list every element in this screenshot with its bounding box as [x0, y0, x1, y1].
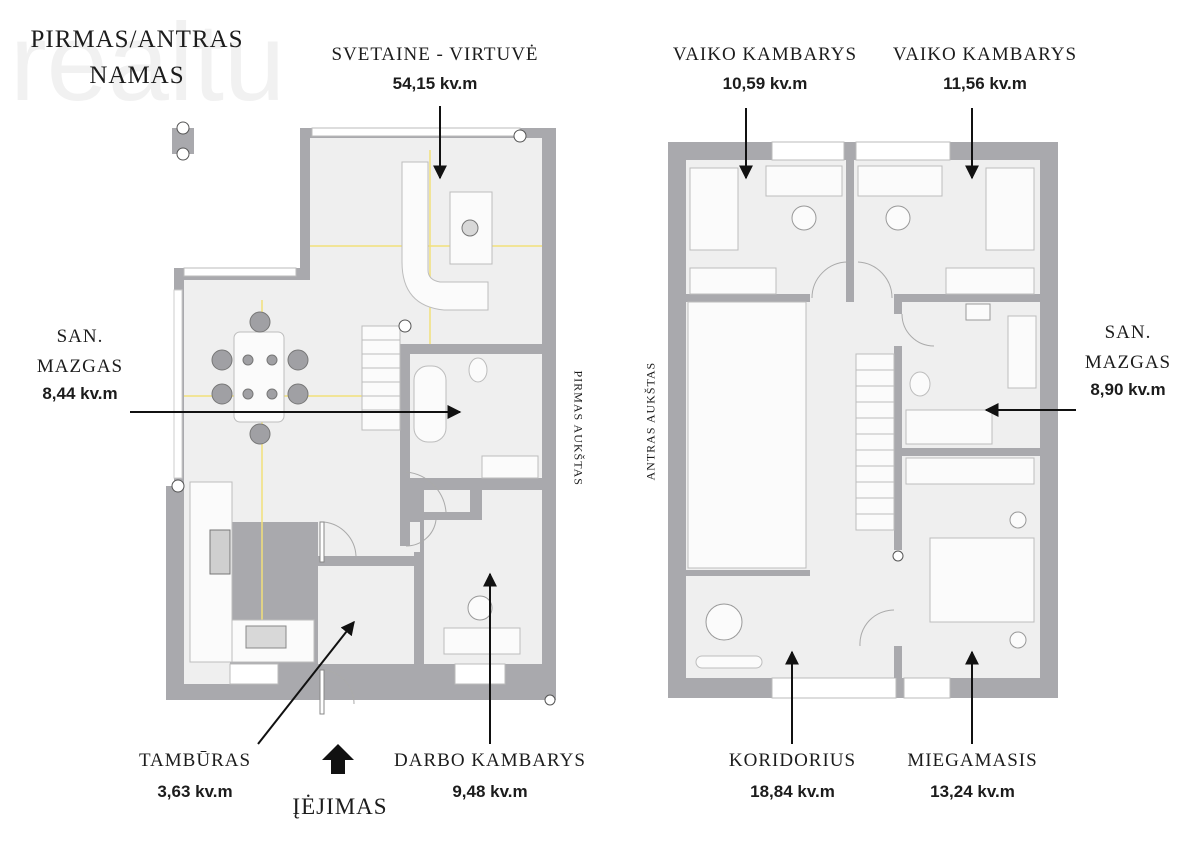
watermark: realtu — [10, 1, 285, 124]
bathtub — [413, 365, 447, 443]
wash-basin — [481, 455, 539, 479]
dining-table — [233, 331, 285, 423]
second-floor-plan — [668, 141, 1058, 699]
room-area: 3,63 kv.m — [157, 782, 233, 801]
desk — [443, 627, 521, 655]
window — [229, 663, 279, 685]
bench — [695, 655, 763, 669]
room-area: 10,59 kv.m — [722, 74, 808, 93]
chair — [885, 205, 911, 231]
entrance-arrow-icon — [322, 744, 354, 774]
room-name: VAIKO KAMBARYS — [672, 44, 858, 65]
window — [183, 267, 297, 277]
cooktop — [209, 529, 231, 575]
outdoor-fixture — [172, 128, 194, 154]
room-label-kids-room-1: VAIKO KAMBARYS 10,59 kv.m — [650, 44, 880, 94]
door-leaf — [319, 521, 325, 563]
plan-title-line2: NAMAS — [89, 62, 185, 89]
room-label-bathroom-second: SAN. MAZGAS 8,90 kv.m — [1068, 318, 1188, 400]
kitchen-sink — [245, 625, 287, 649]
room-label-bedroom: MIEGAMASIS 13,24 kv.m — [880, 750, 1065, 802]
room-area: 11,56 kv.m — [943, 74, 1027, 93]
room-label-vestibule: TAMBŪRAS 3,63 kv.m — [110, 750, 280, 802]
room-name: MIEGAMASIS — [907, 750, 1038, 771]
vanity — [1007, 315, 1037, 389]
room-label-bathroom-first: SAN. MAZGAS 8,44 kv.m — [20, 322, 140, 404]
room-label-study: DARBO KAMBARYS 9,48 kv.m — [380, 750, 600, 802]
column-marker — [398, 319, 412, 333]
column-marker — [544, 694, 556, 706]
column-marker — [171, 479, 185, 493]
window — [454, 663, 506, 685]
room-name: DARBO KAMBARYS — [394, 750, 586, 771]
plan-title: PIRMAS/ANTRAS NAMAS — [22, 22, 252, 94]
room-area: 8,44 kv.m — [42, 384, 118, 403]
first-floor-label: PIRMAS AUKŠTAS — [571, 370, 586, 486]
label-arrows — [130, 106, 1076, 745]
dresser — [689, 267, 777, 295]
room-area: 8,90 kv.m — [1090, 380, 1166, 399]
windows — [771, 141, 951, 699]
second-floor-label: ANTRAS AUKŠTAS — [643, 361, 658, 481]
room-name: SVETAINE - VIRTUVĖ — [331, 44, 539, 65]
room-name: TAMBŪRAS — [138, 750, 252, 771]
bathtub — [905, 409, 993, 445]
office-chair — [467, 595, 493, 621]
door-swings — [811, 261, 935, 647]
room-area: 18,84 kv.m — [750, 782, 835, 801]
plan-title-line1: PIRMAS/ANTRAS — [30, 26, 244, 53]
door-swings — [323, 471, 447, 705]
washing-machine — [965, 303, 991, 321]
room-name: KORIDORIUS — [728, 750, 857, 771]
double-bed — [929, 537, 1035, 623]
stairs-second — [855, 353, 895, 531]
room-name-line: SAN. — [56, 326, 104, 347]
room-name-line: SAN. — [1104, 322, 1152, 343]
room-area: 54,15 kv.m — [392, 74, 478, 93]
interior-walls — [318, 344, 556, 664]
desk — [857, 165, 943, 197]
room-area: 9,48 kv.m — [452, 782, 528, 801]
sofa — [401, 161, 489, 311]
stairs-first — [361, 325, 401, 431]
armchair — [705, 603, 743, 641]
decor-plant — [461, 219, 479, 237]
toilet — [909, 371, 931, 397]
room-label-living-kitchen: SVETAINE - VIRTUVĖ 54,15 kv.m — [310, 44, 560, 94]
dresser — [945, 267, 1035, 295]
desk — [765, 165, 843, 197]
void-over-stairs — [687, 301, 807, 569]
room-area: 13,24 kv.m — [930, 782, 1015, 801]
window — [311, 127, 521, 137]
wardrobe — [905, 457, 1035, 485]
room-name: VAIKO KAMBARYS — [892, 44, 1078, 65]
toilet — [468, 357, 488, 383]
first-floor-plan — [166, 121, 556, 715]
door-leaf — [319, 669, 325, 715]
window — [173, 289, 183, 479]
room-name-line: MAZGAS — [36, 356, 124, 377]
room-label-corridor: KORIDORIUS 18,84 kv.m — [700, 750, 885, 802]
interior-walls — [686, 142, 1040, 678]
bed — [985, 167, 1035, 251]
chair — [791, 205, 817, 231]
room-label-kids-room-2: VAIKO KAMBARYS 11,56 kv.m — [870, 44, 1100, 94]
entrance-label: ĮĖJIMAS — [292, 794, 388, 819]
bed — [689, 167, 739, 251]
room-name-line: MAZGAS — [1084, 352, 1172, 373]
vestibule-room — [326, 566, 412, 664]
dining-chairs — [211, 311, 309, 445]
column-marker — [513, 129, 527, 143]
